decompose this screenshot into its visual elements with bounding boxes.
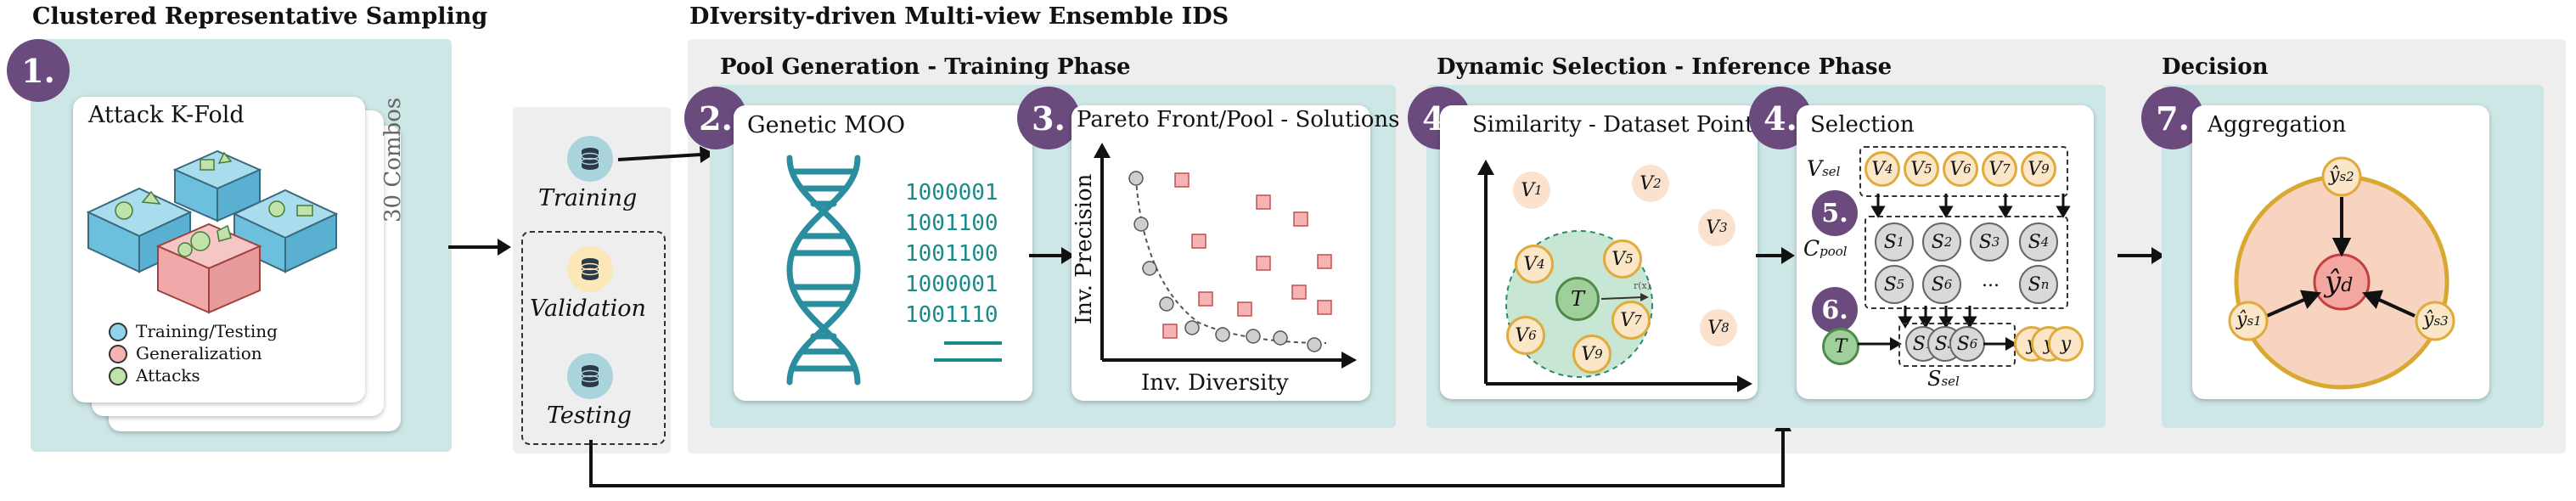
crs-section-title: Clustered Representative Sampling (32, 3, 488, 30)
pareto-plot (1094, 143, 1357, 369)
step-badge-6: 6. (1812, 287, 1858, 333)
pool-section-title: Pool Generation - Training Phase (720, 54, 1131, 80)
step-badge-3: 3. (1017, 87, 1080, 149)
kfold-boxes-illustration (86, 149, 339, 314)
vsel-label: Vsel (1807, 156, 1841, 181)
vsel-box (1859, 146, 2068, 197)
legend-dot-attacks (109, 367, 127, 386)
arrow-right-icon (1858, 337, 1902, 351)
binary-row-4: 1000001 (905, 272, 998, 297)
pool-to-sel-arrows (1898, 306, 1977, 329)
testing-database-icon (567, 353, 613, 399)
legend-generalization: Generalization (136, 343, 262, 363)
eval-datasets-group (521, 231, 666, 445)
yd-node: ŷd (2325, 265, 2354, 299)
arrow-right-icon (1756, 247, 1795, 264)
legend-attacks: Attacks (136, 365, 200, 386)
legend-dot-generalization (109, 345, 127, 363)
binary-dash-1 (944, 341, 1002, 345)
test-node-selection: T (1822, 328, 1859, 365)
selection-title: Selection (1810, 112, 1915, 138)
binary-dash-2 (934, 358, 1002, 362)
ssel-label: Ssel (1927, 367, 1960, 391)
arrow-right-icon (1029, 247, 1075, 264)
ys1-node: ŷs1 (2236, 309, 2262, 330)
cpool-box (1865, 216, 2068, 309)
step-badge-1: 1. (7, 39, 70, 102)
pareto-card (1071, 105, 1370, 401)
ids-section-title: DIversity-driven Multi-view Ensemble IDS (689, 3, 1229, 30)
training-database-icon (567, 136, 613, 182)
kfold-title: Attack K-Fold (88, 102, 245, 128)
testing-label: Testing (547, 402, 632, 429)
training-label: Training (538, 185, 638, 211)
cpool-label: Cpool (1803, 236, 1848, 261)
validation-database-icon (567, 246, 613, 292)
step-badge-7: 7. (2141, 87, 2204, 149)
ys2-node: ŷs2 (2329, 165, 2354, 186)
step-badge-5: 5. (1812, 190, 1858, 236)
arrow-right-icon (448, 239, 511, 256)
distance-label: r(x) (1634, 280, 1651, 291)
pareto-x-axis-label: Inv. Diversity (1141, 370, 1289, 396)
legend-dot-training (109, 323, 127, 341)
ys-node-3: y (2048, 326, 2084, 362)
binary-row-3: 1001100 (905, 241, 998, 267)
combos-label: 30 Combos (380, 97, 406, 222)
vsel-to-pool-arrows (1870, 194, 2071, 218)
ys3-node: ŷs3 (2423, 309, 2449, 330)
pareto-title: Pareto Front/Pool - Solutions (1077, 107, 1400, 132)
pool-ellipsis: ... (1982, 270, 1999, 291)
genetic-card (734, 105, 1032, 401)
pareto-y-axis-label: Inv. Precision (1071, 173, 1097, 324)
binary-row-1: 1000001 (905, 180, 998, 205)
validation-label: Validation (530, 296, 646, 322)
aggregation-title: Aggregation (2208, 112, 2347, 138)
arrow-right-icon (1983, 337, 2017, 351)
similarity-title: Similarity - Dataset Points (1472, 112, 1765, 138)
arrow-right-icon (2118, 247, 2165, 264)
genetic-title: Genetic MOO (747, 112, 906, 138)
decision-section-title: Decision (2162, 54, 2269, 80)
binary-row-5: 1001110 (905, 302, 998, 328)
legend-training: Training/Testing (136, 321, 278, 341)
arrow-right-icon (617, 146, 715, 163)
test-point-node: T (1555, 277, 1600, 321)
aggregation-diagram (2228, 156, 2455, 390)
binary-row-2: 1001100 (905, 211, 998, 236)
dynamic-section-title: Dynamic Selection - Inference Phase (1437, 54, 1893, 80)
dna-icon (786, 155, 861, 386)
